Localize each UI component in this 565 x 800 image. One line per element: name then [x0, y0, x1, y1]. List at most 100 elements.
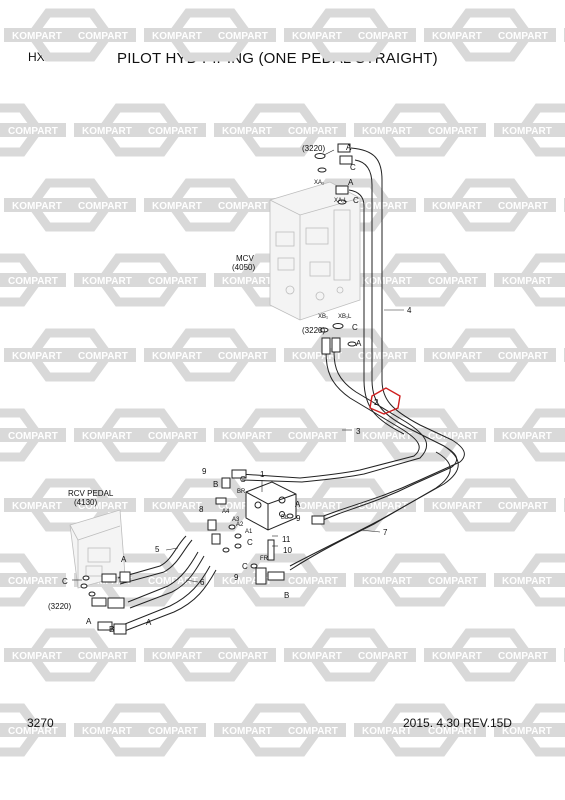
svg-text:KOMPART: KOMPART — [82, 726, 132, 737]
callout-c: C — [62, 577, 68, 586]
svg-text:KOMPART: KOMPART — [432, 201, 482, 212]
left-fittings — [80, 571, 131, 635]
svg-text:KOMPART: KOMPART — [12, 31, 62, 42]
svg-text:KOMPART: KOMPART — [362, 431, 412, 442]
svg-text:COMPART: COMPART — [218, 501, 268, 512]
watermark-tile: KOMPART COMPART — [284, 328, 416, 382]
svg-text:COMPART: COMPART — [218, 651, 268, 662]
svg-text:KOMPART: KOMPART — [292, 351, 342, 362]
callout-b: B — [284, 591, 289, 600]
svg-text:COMPART: COMPART — [498, 351, 548, 362]
part-number: 1 — [260, 470, 265, 479]
part-number: 7 — [383, 528, 388, 537]
svg-text:KOMPART: KOMPART — [222, 276, 272, 287]
part-number: 11 — [282, 535, 291, 544]
svg-text:COMPART: COMPART — [78, 31, 128, 42]
callout-b: B — [109, 625, 114, 634]
svg-text:KOMPART: KOMPART — [502, 276, 552, 287]
mid-fittings — [319, 323, 357, 355]
port-xa-top: XA₁ — [314, 180, 324, 186]
svg-text:KOMPART: KOMPART — [502, 726, 552, 737]
watermark-tile: KOMPART COMPART — [354, 553, 486, 607]
svg-text:COMPART: COMPART — [428, 726, 478, 737]
svg-text:COMPART: COMPART — [8, 576, 58, 587]
hose-5 — [117, 535, 193, 585]
ref-mid: (3220) — [302, 326, 325, 335]
part-number: 9 — [202, 467, 207, 476]
svg-text:KOMPART: KOMPART — [12, 501, 62, 512]
svg-text:COMPART: COMPART — [288, 726, 338, 737]
svg-text:COMPART: COMPART — [148, 126, 198, 137]
svg-text:KOMPART: KOMPART — [152, 351, 202, 362]
callout-c: C — [242, 562, 248, 571]
manifold-block — [245, 481, 297, 531]
svg-text:KOMPART: KOMPART — [292, 651, 342, 662]
watermark-tile: KOMPART COMPART — [424, 328, 556, 382]
svg-text:COMPART: COMPART — [498, 31, 548, 42]
svg-text:COMPART: COMPART — [148, 726, 198, 737]
highlight-marker — [369, 387, 401, 415]
watermark-tile: KOMPART COMPART — [354, 703, 486, 757]
svg-text:COMPART: COMPART — [428, 576, 478, 587]
svg-text:KOMPART: KOMPART — [502, 576, 552, 587]
svg-text:KOMPART: KOMPART — [152, 201, 202, 212]
part-number: 8 — [199, 505, 204, 514]
callout-a: A — [348, 178, 354, 187]
watermark-tile: KOMPART COMPART — [214, 703, 346, 757]
hose-7 — [289, 445, 461, 571]
port-a1: A1 — [245, 529, 253, 535]
marker-label: 2 — [374, 398, 379, 407]
svg-text:KOMPART: KOMPART — [222, 576, 272, 587]
svg-text:KOMPART: KOMPART — [12, 351, 62, 362]
svg-text:KOMPART: KOMPART — [432, 31, 482, 42]
callout-a: A — [86, 617, 92, 626]
ref-top: (3220) — [302, 144, 325, 153]
leader-lines — [72, 149, 404, 583]
svg-text:COMPART: COMPART — [218, 31, 268, 42]
watermark-tile: KOMPART COMPART — [424, 8, 556, 62]
callout-c: C — [350, 163, 356, 172]
callout-c: C — [247, 538, 253, 547]
svg-text:KOMPART: KOMPART — [152, 31, 202, 42]
callout-b: B — [213, 480, 218, 489]
port-a2: A2 — [236, 522, 244, 528]
svg-text:KOMPART: KOMPART — [502, 431, 552, 442]
callout-c: C — [240, 475, 246, 484]
port-bl: BL — [281, 515, 289, 521]
svg-text:COMPART: COMPART — [358, 351, 408, 362]
svg-text:COMPART: COMPART — [78, 351, 128, 362]
svg-text:KOMPART: KOMPART — [12, 201, 62, 212]
mcv-label: MCV — [236, 254, 254, 263]
port-xb-right: XB₁L — [338, 314, 352, 320]
svg-text:COMPART: COMPART — [78, 201, 128, 212]
svg-text:KOMPART: KOMPART — [292, 31, 342, 42]
rcv-pedal-block — [69, 509, 126, 589]
watermark-layer: KOMPART COMPART KOMPART COMPART KOMPART COMPA… — [0, 8, 565, 757]
svg-text:KOMPART: KOMPART — [362, 726, 412, 737]
svg-text:COMPART: COMPART — [498, 651, 548, 662]
part-number-callouts: 1 3 4 5 6 7 8 9 9 9 10 11 — [155, 306, 412, 587]
part-number: 5 — [155, 545, 160, 554]
port-a4: A4 — [222, 509, 230, 515]
svg-text:COMPART: COMPART — [148, 431, 198, 442]
svg-text:KOMPART: KOMPART — [222, 726, 272, 737]
svg-text:KOMPART: KOMPART — [432, 351, 482, 362]
port-xb-mid: XB₁ — [318, 314, 328, 320]
svg-text:COMPART: COMPART — [148, 576, 198, 587]
port-br: BR — [237, 489, 246, 495]
svg-text:KOMPART: KOMPART — [362, 576, 412, 587]
rcv-pedal-ref: (4130) — [74, 498, 97, 507]
part-number: 9 — [234, 573, 239, 582]
rcv-pedal-label: RCV PEDAL — [68, 489, 114, 498]
